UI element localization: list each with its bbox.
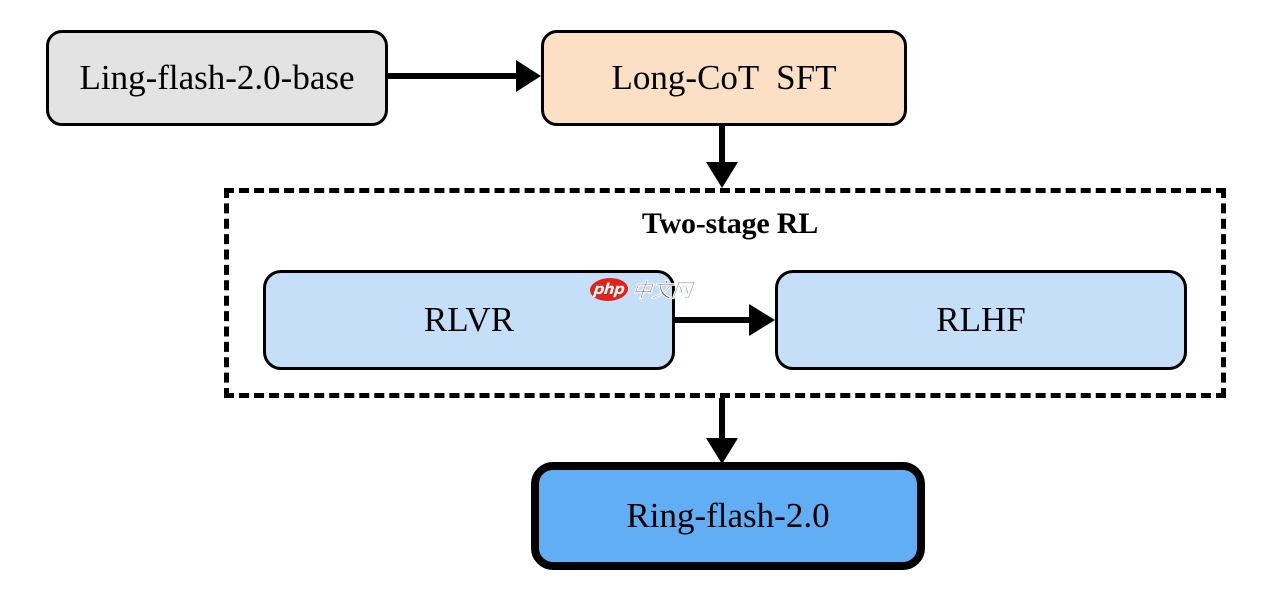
node-label-sft: Long-CoT SFT <box>611 58 837 97</box>
node-long-cot-sft: Long-CoT SFT <box>541 30 907 126</box>
arrow-sft-to-group <box>706 126 738 188</box>
arrow-head <box>706 438 738 464</box>
group-two-stage-rl: Two-stage RL <box>224 188 1226 398</box>
node-label-ring: Ring-flash-2.0 <box>626 496 830 535</box>
node-ring-flash-2-0: Ring-flash-2.0 <box>531 462 925 570</box>
arrow-head <box>706 162 738 188</box>
node-label-rlhf: RLHF <box>936 300 1026 339</box>
watermark-site-text: 中文网 <box>630 277 694 302</box>
node-label-rlvr: RLVR <box>423 300 515 339</box>
arrow-base-to-sft <box>388 60 541 92</box>
node-ling-flash-2-0-base: Ling-flash-2.0-base <box>46 30 388 126</box>
node-rlhf: RLHF <box>775 270 1187 370</box>
group-title-two-stage-rl: Two-stage RL <box>641 207 819 240</box>
arrow-head <box>516 60 541 92</box>
arrow-group-to-ring <box>706 398 738 464</box>
php-logo-icon: php <box>588 278 630 301</box>
node-label-base: Ling-flash-2.0-base <box>79 58 355 97</box>
watermark-php-cn: php 中文网 <box>588 277 694 302</box>
